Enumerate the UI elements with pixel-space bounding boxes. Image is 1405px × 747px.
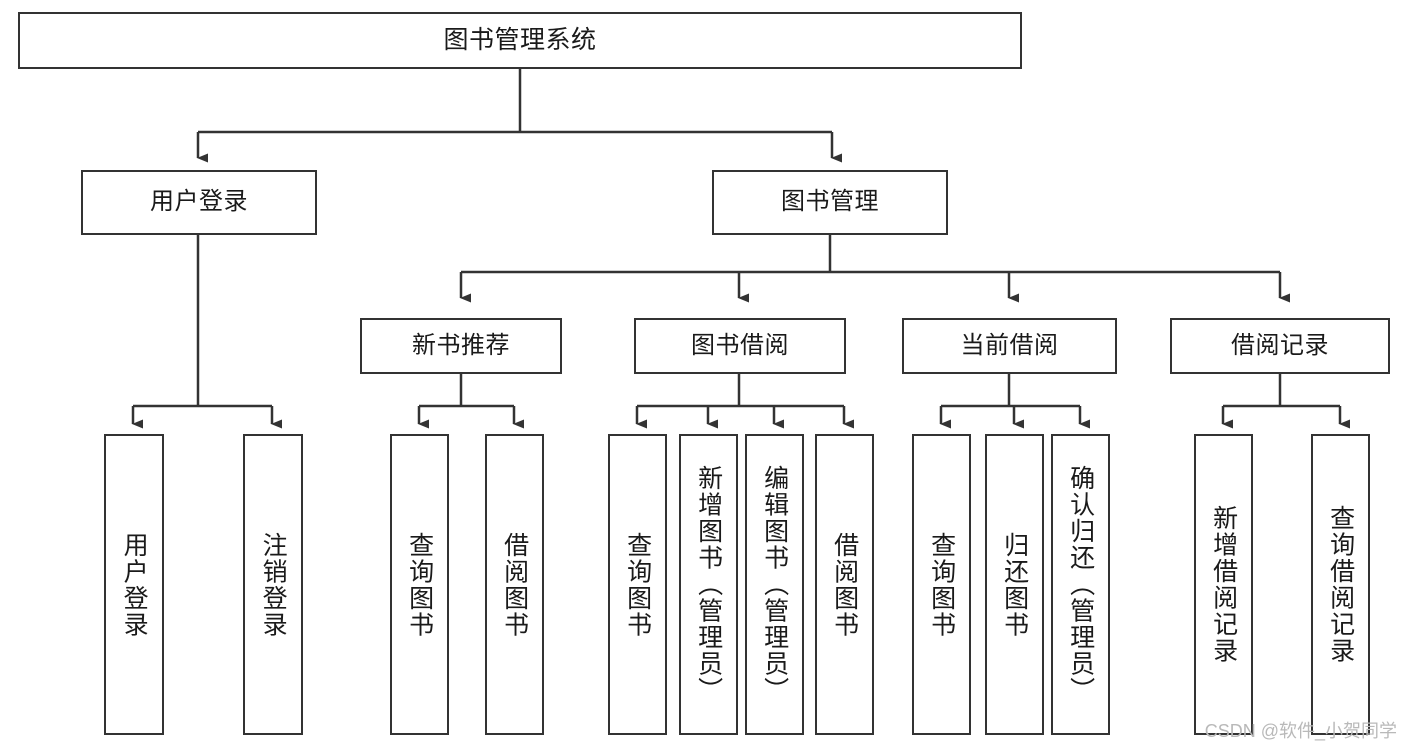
watermark-text: CSDN @软件_小贺同学	[1204, 721, 1397, 741]
node-label: 图书管理系统	[443, 25, 597, 54]
node-label: 新增图书（管理员）	[694, 465, 723, 704]
leaf-user-login-logout[interactable]: 注销登录	[243, 434, 303, 735]
node-label: 当前借阅	[960, 331, 1059, 359]
node-label: 新书推荐	[412, 331, 510, 359]
leaf-current-borrow-confirm-return-admin[interactable]: 确认归还（管理员）	[1051, 434, 1110, 735]
node-label: 图书借阅	[691, 331, 789, 359]
node-label: 用户登录	[120, 531, 149, 638]
node-label: 归还图书	[1000, 531, 1029, 638]
node-label: 查询图书	[405, 531, 434, 638]
leaf-borrow-record-add-record[interactable]: 新增借阅记录	[1194, 434, 1253, 735]
node-label: 查询借阅记录	[1326, 505, 1355, 664]
leaf-new-book-query-book[interactable]: 查询图书	[390, 434, 449, 735]
leaf-current-borrow-query-book[interactable]: 查询图书	[912, 434, 971, 735]
leaf-book-borrow-add-book-admin[interactable]: 新增图书（管理员）	[679, 434, 738, 735]
leaf-book-borrow-query-book[interactable]: 查询图书	[608, 434, 667, 735]
node-book-management[interactable]: 图书管理	[712, 170, 948, 235]
node-new-book-recommend[interactable]: 新书推荐	[360, 318, 562, 374]
leaf-borrow-record-query-record[interactable]: 查询借阅记录	[1311, 434, 1370, 735]
node-label: 借阅图书	[500, 531, 529, 638]
node-label: 编辑图书（管理员）	[760, 465, 789, 704]
node-label: 借阅图书	[830, 531, 859, 638]
node-label: 查询图书	[623, 531, 652, 638]
node-label: 确认归还（管理员）	[1066, 465, 1095, 704]
leaf-book-borrow-edit-book-admin[interactable]: 编辑图书（管理员）	[745, 434, 804, 735]
node-current-borrow[interactable]: 当前借阅	[902, 318, 1117, 374]
node-label: 注销登录	[259, 531, 288, 638]
leaf-current-borrow-return-book[interactable]: 归还图书	[985, 434, 1044, 735]
node-book-borrow[interactable]: 图书借阅	[634, 318, 846, 374]
node-user-login[interactable]: 用户登录	[81, 170, 317, 235]
leaf-user-login-login[interactable]: 用户登录	[104, 434, 164, 735]
node-borrow-record[interactable]: 借阅记录	[1170, 318, 1390, 374]
node-label: 新增借阅记录	[1209, 505, 1238, 664]
leaf-book-borrow-borrow-book[interactable]: 借阅图书	[815, 434, 874, 735]
leaf-new-book-borrow-book[interactable]: 借阅图书	[485, 434, 544, 735]
node-label: 查询图书	[927, 531, 956, 638]
node-label: 用户登录	[150, 188, 248, 216]
node-root-book-management-system[interactable]: 图书管理系统	[18, 12, 1022, 69]
node-label: 借阅记录	[1231, 331, 1329, 359]
node-label: 图书管理	[781, 188, 879, 216]
